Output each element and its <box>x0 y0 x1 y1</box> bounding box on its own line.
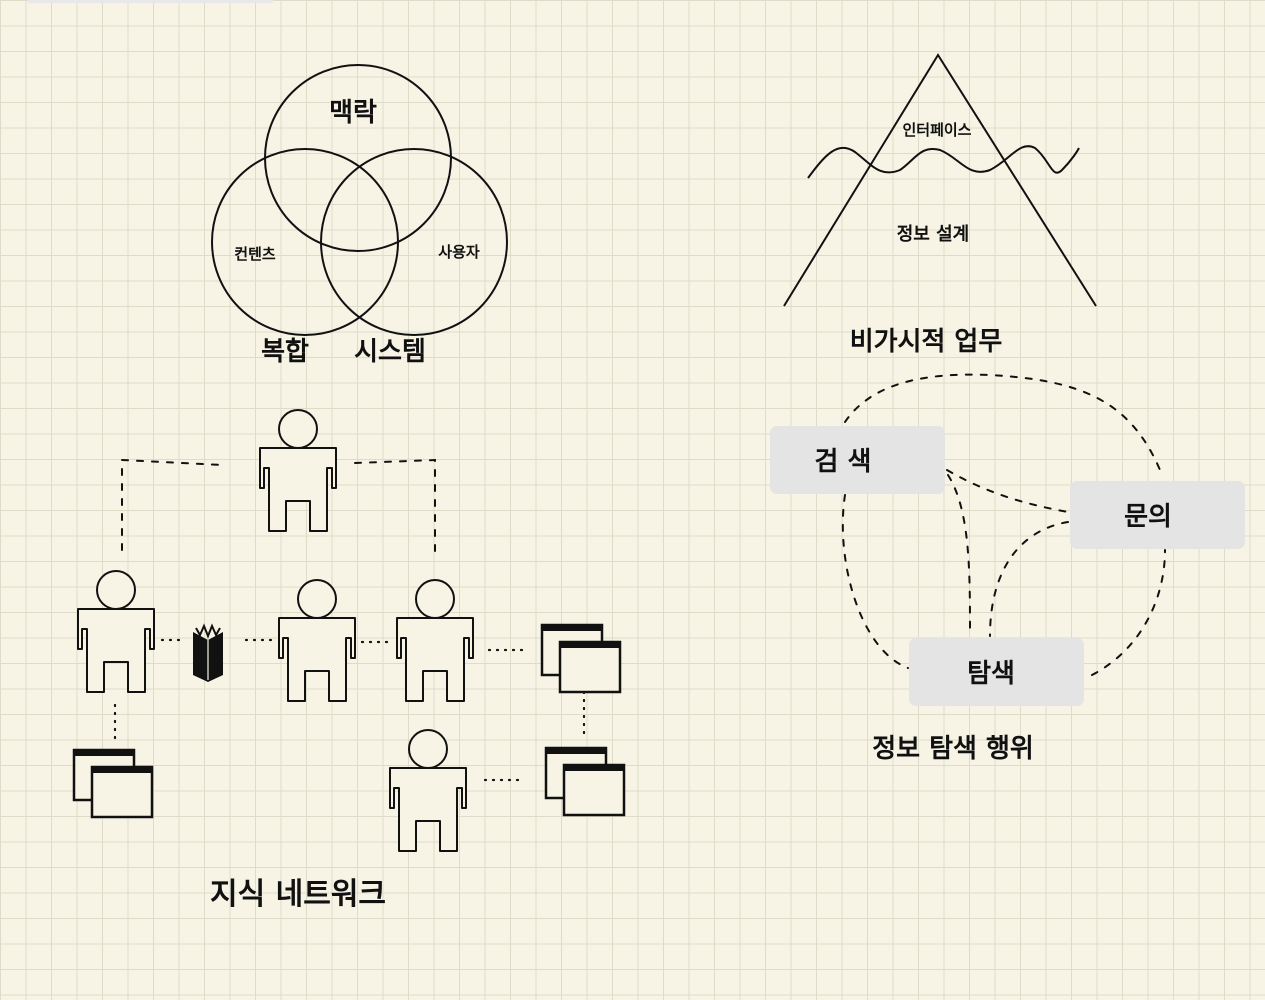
venn-label-content: 컨텐츠 <box>234 245 276 263</box>
person-top <box>259 409 337 532</box>
person-left <box>77 570 155 693</box>
line-inquiry-explore <box>989 521 1069 637</box>
venn-circle-content <box>211 148 399 336</box>
iceberg-outline <box>783 53 1097 307</box>
arc-search-explore-left <box>841 494 909 669</box>
windows-icon-left <box>72 748 154 819</box>
line-search-explore <box>947 474 971 637</box>
node-inquiry-label: 문의 <box>1124 502 1172 532</box>
windows-icon-right-bottom <box>544 746 626 817</box>
line-search-inquiry <box>946 469 1069 513</box>
venn-caption-right: 시스템 <box>354 337 426 367</box>
venn-diagram: 맥락 컨텐츠 사용자 복합 시스템 <box>211 64 508 367</box>
person-middle <box>278 579 356 702</box>
node-explore-label: 탐색 <box>967 659 1015 689</box>
node-search-box[interactable] <box>770 426 945 494</box>
node-explore-box[interactable] <box>909 638 1084 706</box>
node-inquiry-box[interactable] <box>1070 481 1245 549</box>
node-search[interactable]: 검 색 <box>770 426 945 494</box>
top-edge-mark <box>28 0 273 3</box>
person-bottom <box>389 729 467 852</box>
venn-label-context: 맥락 <box>329 98 377 128</box>
iceberg-bottom-label: 정보 설계 <box>897 224 970 245</box>
arc-explore-inquiry-right <box>1091 549 1166 676</box>
iceberg-top-label: 인터페이스 <box>902 121 971 139</box>
venn-label-user: 사용자 <box>438 243 480 261</box>
venn-circle-user <box>320 148 508 336</box>
node-search-label: 검 색 <box>815 447 872 477</box>
venn-circle-context <box>264 64 452 252</box>
seeking-caption: 정보 탐색 행위 <box>872 734 1034 764</box>
iceberg-diagram: 인터페이스 정보 설계 비가시적 업무 <box>783 53 1097 357</box>
node-inquiry[interactable]: 문의 <box>1070 481 1245 549</box>
link-top-right <box>354 458 436 556</box>
waterline-wave <box>807 145 1080 179</box>
network-caption: 지식 네트워크 <box>210 877 386 912</box>
book-icon <box>193 623 223 682</box>
windows-icon-right-top <box>540 623 622 694</box>
iceberg-caption: 비가시적 업무 <box>850 327 1003 357</box>
node-explore[interactable]: 탐색 <box>909 638 1084 706</box>
arc-search-inquiry-top <box>844 373 1161 471</box>
seeking-diagram: 검 색 문의 탐색 정보 탐색 행위 <box>770 373 1245 764</box>
link-top-left <box>121 458 223 551</box>
knowledge-network: 지식 네트워크 <box>72 409 626 912</box>
venn-caption-left: 복합 <box>261 337 309 367</box>
person-right <box>396 579 474 702</box>
